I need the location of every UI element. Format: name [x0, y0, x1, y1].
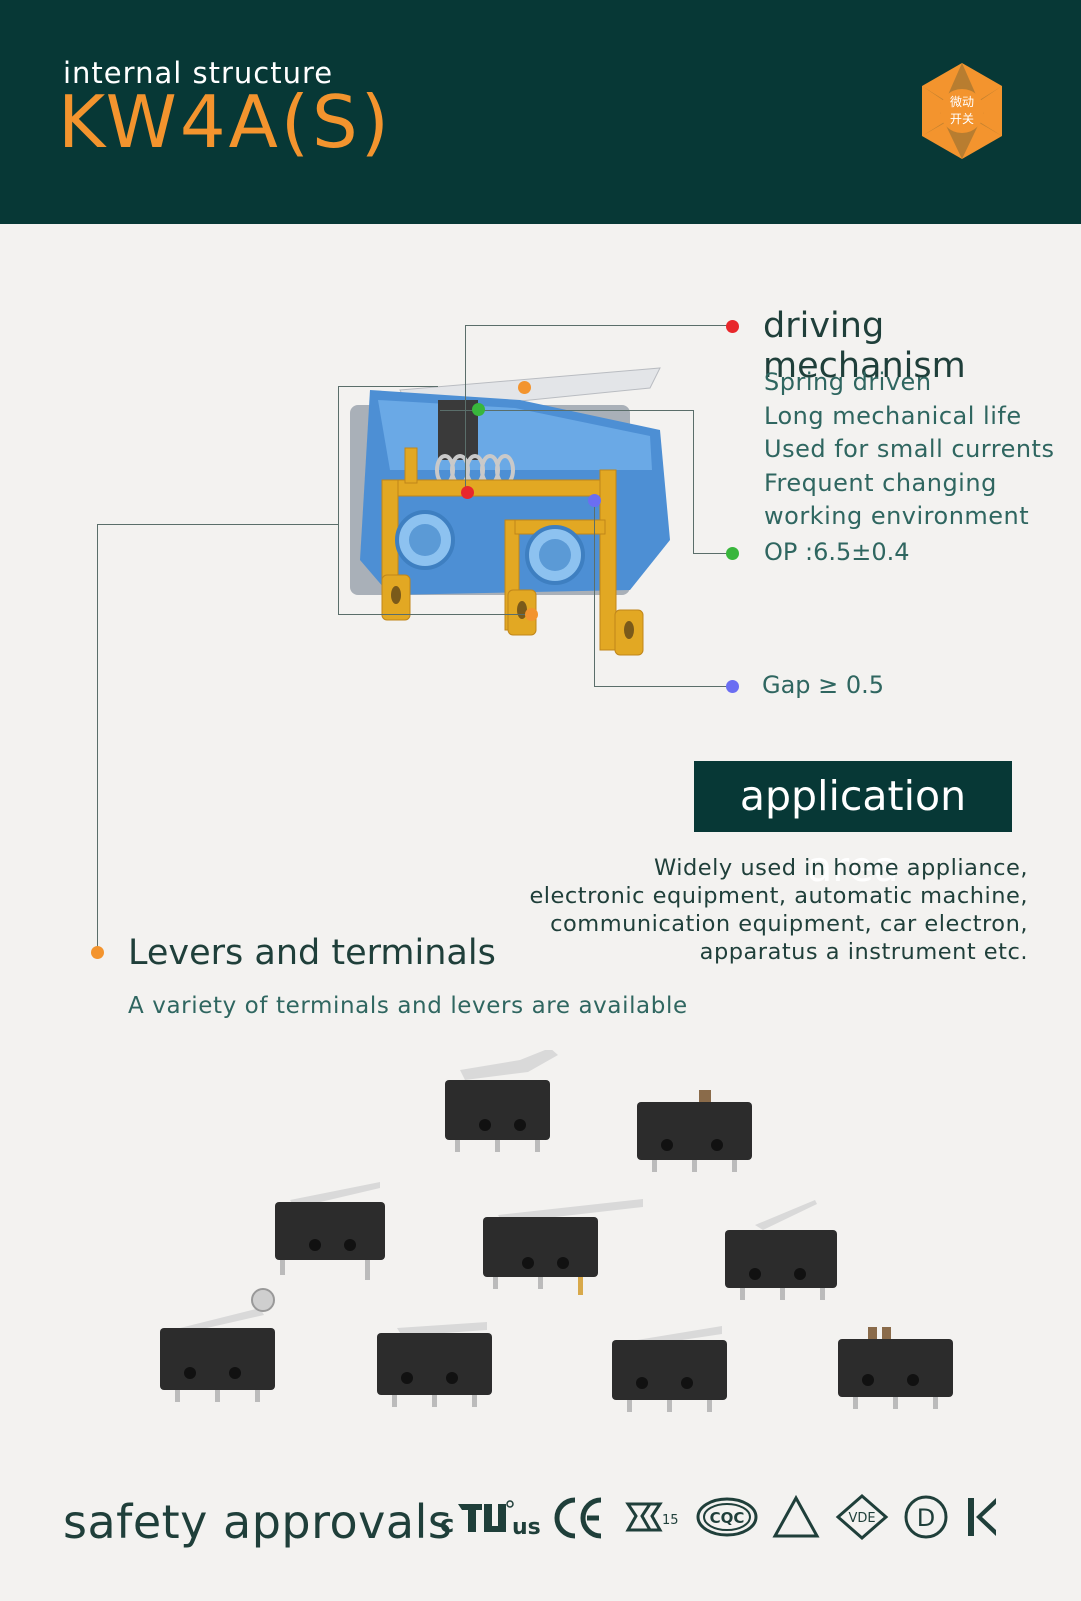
vde-icon: VDE — [835, 1494, 889, 1540]
driving-mechanism-dot — [726, 320, 739, 333]
actuator-dot — [472, 403, 485, 416]
feature-item: working environment — [764, 502, 1030, 530]
svg-text:c: c — [440, 1510, 454, 1538]
switch-variant-image — [483, 1199, 643, 1295]
switch-variant-image — [838, 1327, 953, 1409]
feature-item: Used for small currents — [764, 435, 1055, 463]
leader-line-gap-h — [594, 686, 731, 687]
leader-line-levers-h — [97, 524, 338, 525]
header-subtitle: internal structure — [63, 56, 334, 90]
spring-dot — [461, 486, 474, 499]
switch-cutaway-image — [350, 367, 670, 656]
gap-value: Gap ≥ 0.5 — [762, 671, 885, 699]
lever-dot — [518, 381, 531, 394]
header-banner: internal structure KW4A(S) 微动 开关 — [0, 0, 1081, 224]
switch-variant-image — [637, 1090, 752, 1172]
vde-label: VDE — [848, 1511, 875, 1526]
driving-mechanism-title: driving mechanism — [763, 306, 966, 386]
k-icon — [968, 1498, 996, 1536]
safety-approvals-title: safety approvals — [63, 1495, 453, 1549]
ccc-number: 15 — [662, 1513, 679, 1528]
feature-item: Spring driven — [764, 368, 932, 396]
triangle-icon — [772, 1494, 820, 1538]
switch-variant-image — [377, 1322, 492, 1407]
application-area-description: Widely used in home appliance, electroni… — [468, 854, 1028, 966]
leader-line-op-v — [693, 410, 694, 554]
logo-text-2: 开关 — [950, 112, 974, 126]
op-dot — [726, 547, 739, 560]
feature-item: Long mechanical life — [764, 401, 1022, 430]
contact-dot — [588, 494, 601, 507]
application-line: apparatus a instrument etc. — [699, 939, 1028, 965]
ccc-15-icon: 15 — [625, 1502, 679, 1532]
leader-line-body-left — [338, 386, 339, 614]
gap-dot — [726, 680, 739, 693]
brand-logo-icon: 微动 开关 — [922, 63, 1002, 159]
cqc-label: CQC — [710, 1509, 745, 1527]
switch-variant-image — [275, 1182, 385, 1280]
leader-line-gap-v — [594, 500, 595, 686]
logo-text-1: 微动 — [950, 95, 974, 109]
feature-item: Frequent changing — [764, 468, 997, 497]
svg-text:us: us — [512, 1515, 541, 1540]
application-line: Widely used in home appliance, — [654, 855, 1028, 881]
cURus-icon: c us — [440, 1500, 541, 1540]
leader-line-levers-v — [97, 524, 98, 952]
levers-description: A variety of terminals and levers are av… — [128, 993, 688, 1019]
application-area-title: application area — [694, 761, 1012, 891]
leader-line-body-bottom — [338, 614, 531, 615]
leader-line-driving-v — [465, 325, 466, 490]
leader-line-body-top — [338, 386, 438, 387]
levers-title: Levers and terminals — [128, 933, 496, 973]
cqc-icon: CQC — [696, 1497, 758, 1537]
leader-line-driving-h — [465, 325, 727, 326]
switch-variant-image — [725, 1200, 837, 1300]
feature-list: Spring driven Long mechanical life Used … — [764, 366, 1054, 534]
application-line: communication equipment, car electron, — [550, 911, 1028, 937]
d-label: D — [917, 1504, 935, 1532]
application-line: electronic equipment, automatic machine, — [529, 883, 1028, 909]
product-title: KW4A(S) — [58, 80, 392, 164]
op-value: OP :6.5±0.4 — [764, 538, 910, 566]
terminal-dot — [525, 608, 538, 621]
ce-icon — [554, 1497, 602, 1539]
levers-dot — [91, 946, 104, 959]
d-icon: D — [904, 1495, 948, 1539]
switch-variant-image — [612, 1326, 727, 1412]
leader-line-op-h — [693, 553, 731, 554]
switch-variant-image — [160, 1288, 275, 1402]
leader-line-op-top — [440, 410, 693, 411]
switch-variant-image — [445, 1050, 558, 1152]
